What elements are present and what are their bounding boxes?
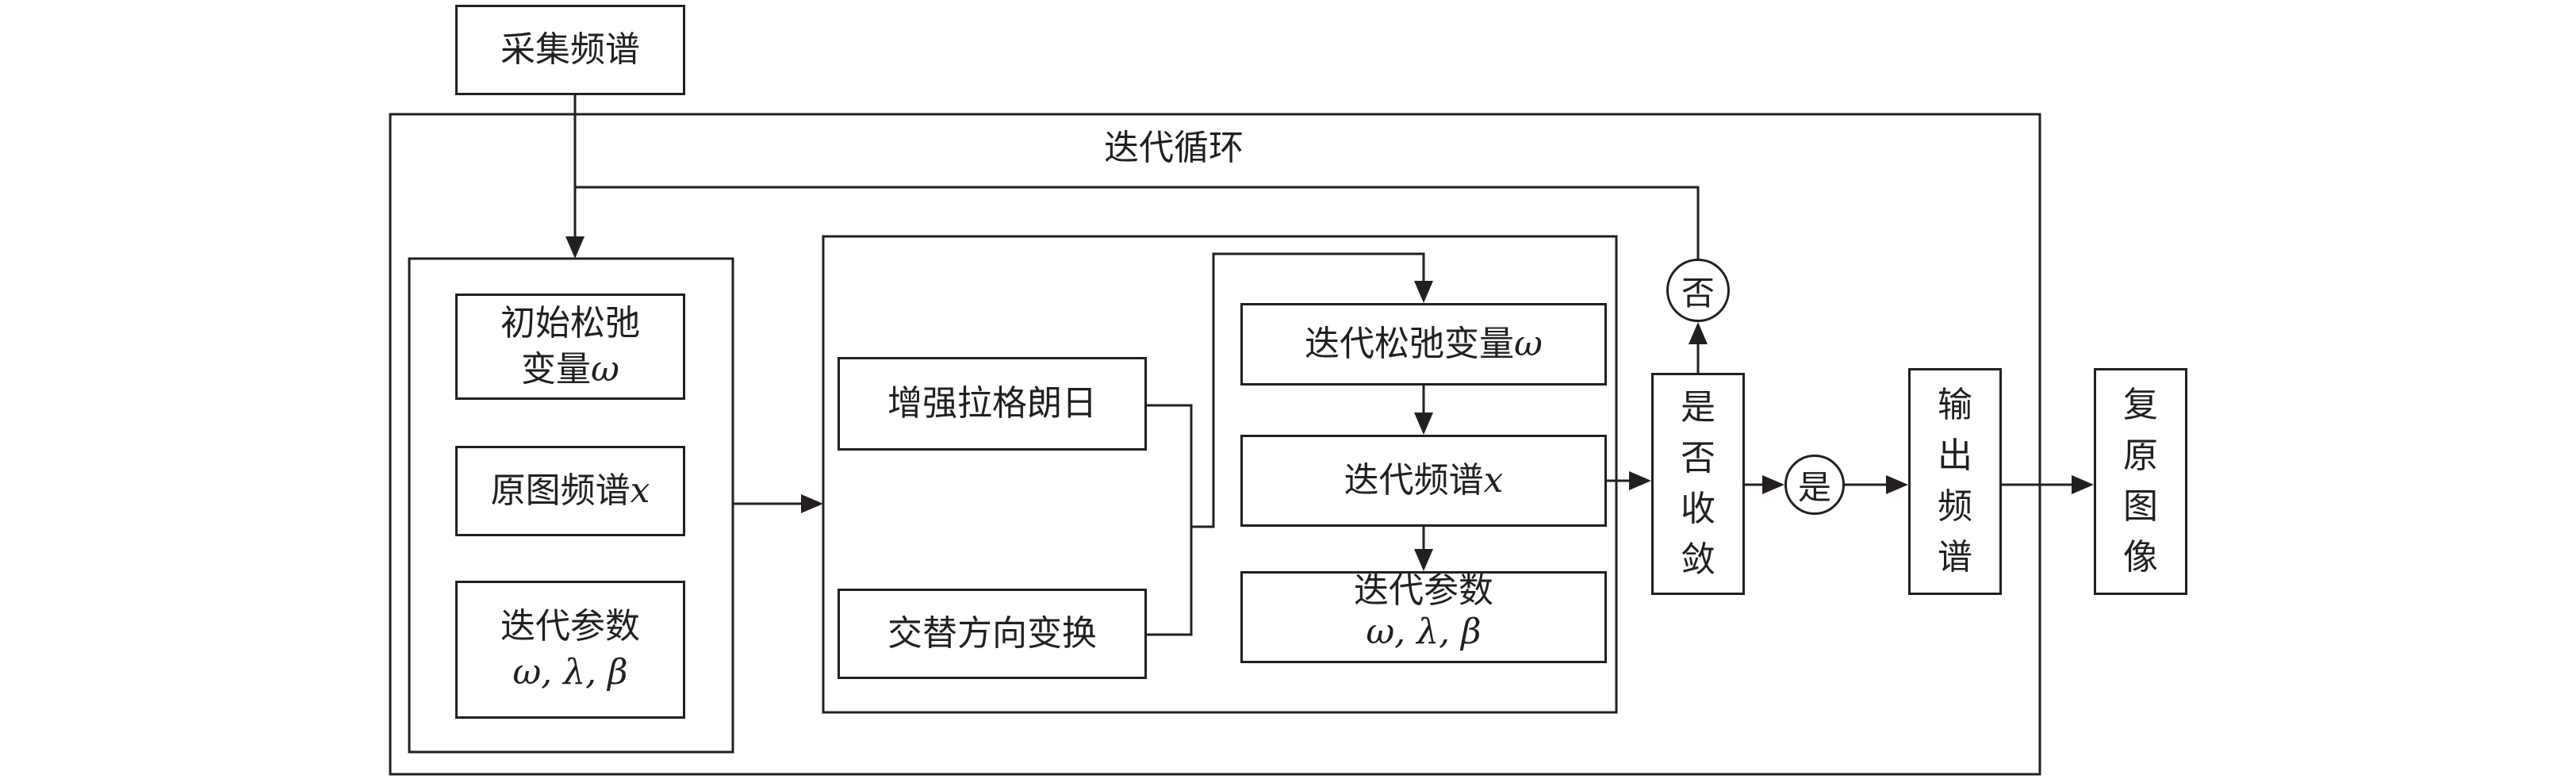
augmented-lagrangian-box: 增强拉格朗日 bbox=[838, 357, 1147, 451]
iter-spectrum-text: 迭代频谱 bbox=[1344, 460, 1484, 501]
join-to-iter-relax bbox=[1191, 252, 1425, 528]
yes-circle: 是 bbox=[1784, 455, 1845, 515]
output-spectrum-box: 输 出 频 谱 bbox=[1908, 368, 2002, 595]
init-params-text: 迭代参数 bbox=[500, 606, 640, 647]
iter-spectrum-box: 迭代频谱x bbox=[1240, 435, 1607, 527]
arrowhead-converge-no bbox=[1689, 322, 1708, 344]
left-group-frame bbox=[408, 257, 734, 754]
init-relax-box: 初始松弛 变量ω bbox=[455, 294, 685, 400]
yes-label: 是 bbox=[1797, 467, 1831, 507]
arrowhead-yes-output bbox=[1886, 475, 1908, 494]
iter-params-text: 迭代参数 bbox=[1354, 570, 1493, 611]
collect-spectrum-label: 采集频谱 bbox=[500, 29, 640, 70]
restored-char-2: 原 bbox=[2123, 436, 2158, 476]
loop-title-label: 迭代循环 bbox=[1104, 128, 1244, 168]
middle-group-frame bbox=[822, 235, 1618, 714]
feedback-no-line bbox=[575, 186, 1700, 264]
init-relax-text: 变量 bbox=[521, 349, 592, 390]
admm-label: 交替方向变换 bbox=[887, 613, 1097, 654]
init-params-box: 迭代参数 ω, λ, β bbox=[455, 581, 685, 719]
output-char-1: 输 bbox=[1938, 385, 1972, 425]
arrowhead-iter-relax bbox=[1414, 281, 1433, 303]
arrowhead-converge-yes bbox=[1762, 475, 1784, 494]
convergence-check-box: 是 否 收 敛 bbox=[1651, 373, 1745, 595]
orig-spectrum-text: 原图频谱 bbox=[490, 470, 631, 511]
loop-title: 迭代循环 bbox=[1055, 121, 1293, 176]
no-circle: 否 bbox=[1666, 259, 1730, 322]
arrowhead-output-restored bbox=[2072, 475, 2094, 494]
output-char-4: 谱 bbox=[1938, 537, 1972, 578]
iter-spectrum-line: 迭代频谱x bbox=[1344, 458, 1504, 504]
init-relax-symbol: ω bbox=[591, 349, 619, 390]
converge-char-3: 收 bbox=[1681, 489, 1715, 529]
converge-char-1: 是 bbox=[1681, 387, 1715, 428]
output-char-2: 出 bbox=[1938, 436, 1972, 476]
init-relax-line1: 初始松弛 bbox=[500, 303, 640, 343]
orig-spectrum-symbol: x bbox=[630, 470, 650, 511]
init-params-symbols: ω, λ, β bbox=[512, 652, 628, 693]
arrowhead-spectrum-params bbox=[1414, 549, 1433, 571]
augmented-lagrangian-label: 增强拉格朗日 bbox=[887, 383, 1097, 424]
iter-params-box: 迭代参数 ω, λ, β bbox=[1240, 570, 1607, 663]
restored-image-box: 复 原 图 像 bbox=[2094, 368, 2187, 595]
arrowhead-spectrum-converge bbox=[1629, 471, 1651, 490]
arrowhead-relax-spectrum bbox=[1414, 413, 1433, 435]
iter-relax-line: 迭代松弛变量ω bbox=[1305, 321, 1543, 367]
iter-relax-symbol: ω bbox=[1514, 324, 1543, 364]
admm-box: 交替方向变换 bbox=[838, 589, 1147, 679]
init-relax-line2: 变量ω bbox=[521, 347, 619, 393]
converge-char-4: 敛 bbox=[1681, 539, 1715, 580]
iter-relax-text: 迭代松弛变量 bbox=[1305, 324, 1515, 364]
orig-spectrum-line: 原图频谱x bbox=[491, 468, 650, 514]
arrowhead-collect-left bbox=[565, 236, 585, 259]
orig-spectrum-box: 原图频谱x bbox=[455, 446, 685, 536]
converge-char-2: 否 bbox=[1681, 438, 1715, 478]
output-char-3: 频 bbox=[1938, 486, 1972, 527]
join-aug-line bbox=[1147, 404, 1193, 527]
loop-frame bbox=[389, 113, 2041, 776]
iter-spectrum-symbol: x bbox=[1483, 460, 1504, 501]
no-label: 否 bbox=[1681, 273, 1715, 313]
restored-char-3: 图 bbox=[2123, 486, 2158, 527]
iter-relax-box: 迭代松弛变量ω bbox=[1240, 303, 1607, 386]
iter-params-symbols: ω, λ, β bbox=[1366, 612, 1482, 652]
collect-spectrum-box: 采集频谱 bbox=[455, 5, 685, 95]
arrowhead-left-middle bbox=[801, 494, 823, 513]
join-admm-line bbox=[1147, 527, 1193, 636]
restored-char-1: 复 bbox=[2123, 385, 2158, 425]
restored-char-4: 像 bbox=[2123, 537, 2158, 578]
